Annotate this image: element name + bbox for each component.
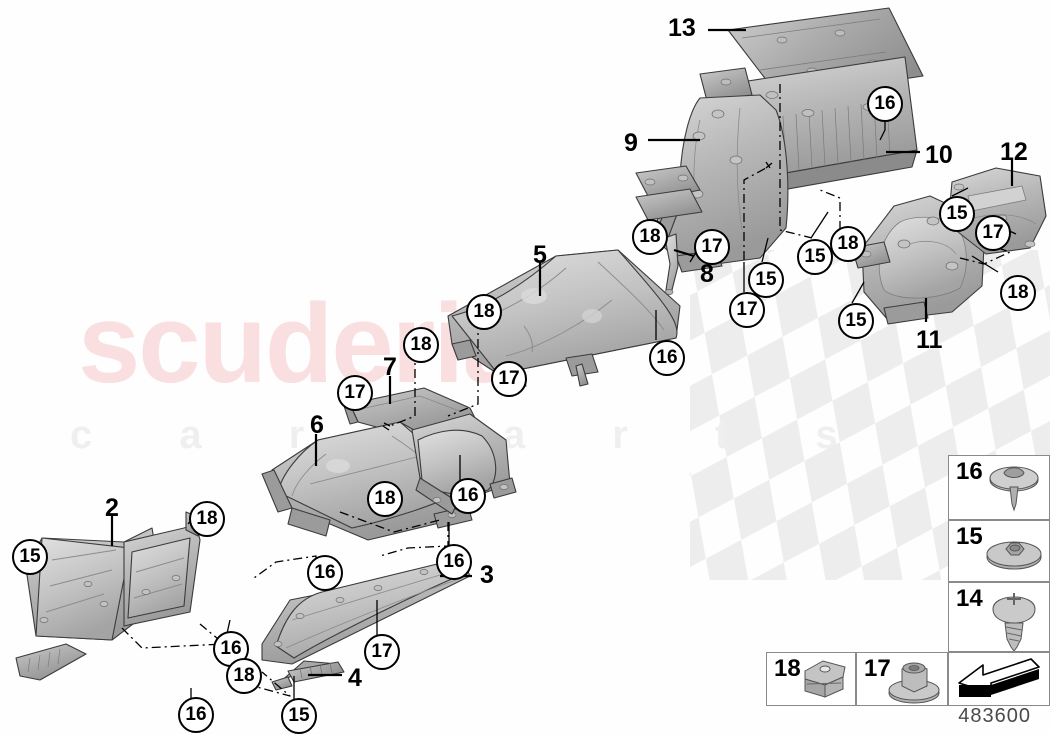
legend-num-14: 14 — [956, 585, 983, 612]
callout-16-5[interactable]: 16 — [649, 340, 685, 376]
part-12-heat-shield — [949, 167, 1047, 255]
legend-cell-16[interactable]: 16 — [948, 455, 1050, 520]
callout-15-2[interactable]: 15 — [12, 539, 48, 575]
callout-18-12[interactable]: 18 — [1000, 275, 1036, 311]
callout-16-top[interactable]: 16 — [867, 86, 903, 122]
legend-cell-17[interactable]: 17 — [856, 652, 948, 706]
callout-15-11[interactable]: 15 — [838, 303, 874, 339]
callout-16-6a[interactable]: 16 — [450, 478, 486, 514]
part-label-10: 10 — [925, 141, 953, 169]
callout-18-6[interactable]: 18 — [367, 481, 403, 517]
callout-16-3a[interactable]: 16 — [307, 555, 343, 591]
callout-15-10[interactable]: 15 — [797, 239, 833, 275]
callout-18-2[interactable]: 18 — [189, 501, 225, 537]
callout-15-4[interactable]: 15 — [281, 698, 317, 734]
legend-cell-14[interactable]: 14 — [948, 582, 1050, 652]
legend-num-15: 15 — [956, 523, 983, 550]
part-3-tunnel-shield — [261, 557, 471, 665]
callout-15-12[interactable]: 15 — [939, 196, 975, 232]
connector-arrows — [382, 161, 773, 431]
callout-17-7[interactable]: 17 — [337, 375, 373, 411]
part-label-7: 7 — [383, 353, 397, 381]
legend-num-18: 18 — [774, 655, 801, 682]
part-4-clip-strip — [271, 660, 345, 691]
callout-17-5[interactable]: 17 — [491, 361, 527, 397]
callout-18-5a[interactable]: 18 — [466, 294, 502, 330]
legend-cell-18[interactable]: 18 — [766, 652, 856, 706]
part-label-8: 8 — [700, 260, 714, 288]
washer-nut-icon — [986, 541, 1042, 570]
part-mid-bracket — [411, 413, 517, 515]
part-label-3: 3 — [480, 561, 494, 589]
callout-17-9[interactable]: 17 — [729, 292, 765, 328]
part-5-tunnel-shield — [447, 249, 681, 391]
callout-18-5b[interactable]: 18 — [403, 327, 439, 363]
legend-num-16: 16 — [956, 458, 983, 485]
part-label-9: 9 — [624, 129, 638, 157]
callout-17-3[interactable]: 17 — [364, 634, 400, 670]
diagram-number: 483600 — [958, 705, 1031, 727]
part-label-4: 4 — [348, 664, 362, 692]
legend-num-17: 17 — [864, 655, 891, 682]
callout-17-8[interactable]: 17 — [694, 229, 730, 265]
callout-18-10[interactable]: 18 — [830, 226, 866, 262]
direction-arrow-icon — [958, 658, 1040, 697]
tapping-screw-icon — [992, 593, 1036, 651]
callout-18-4[interactable]: 18 — [226, 658, 262, 694]
clip-nut-icon — [804, 660, 846, 698]
legend-cell-15[interactable]: 15 — [948, 520, 1050, 582]
part-2-heat-shield — [15, 511, 201, 681]
part-label-5: 5 — [533, 241, 547, 269]
callout-17-12[interactable]: 17 — [975, 215, 1011, 251]
part-label-6: 6 — [310, 411, 324, 439]
callout-16-6b[interactable]: 16 — [436, 544, 472, 580]
callout-16-4[interactable]: 16 — [178, 697, 214, 733]
part-label-11: 11 — [916, 326, 943, 354]
push-rivet-icon — [989, 466, 1039, 512]
dash-dot-connectors — [121, 84, 1011, 697]
callout-18-8[interactable]: 18 — [632, 219, 668, 255]
flange-nut-icon — [888, 662, 940, 704]
part-label-2: 2 — [105, 494, 119, 522]
legend-cell-arrow[interactable] — [948, 652, 1050, 706]
part-label-12: 12 — [1000, 138, 1028, 166]
part-label-13: 13 — [668, 14, 696, 42]
